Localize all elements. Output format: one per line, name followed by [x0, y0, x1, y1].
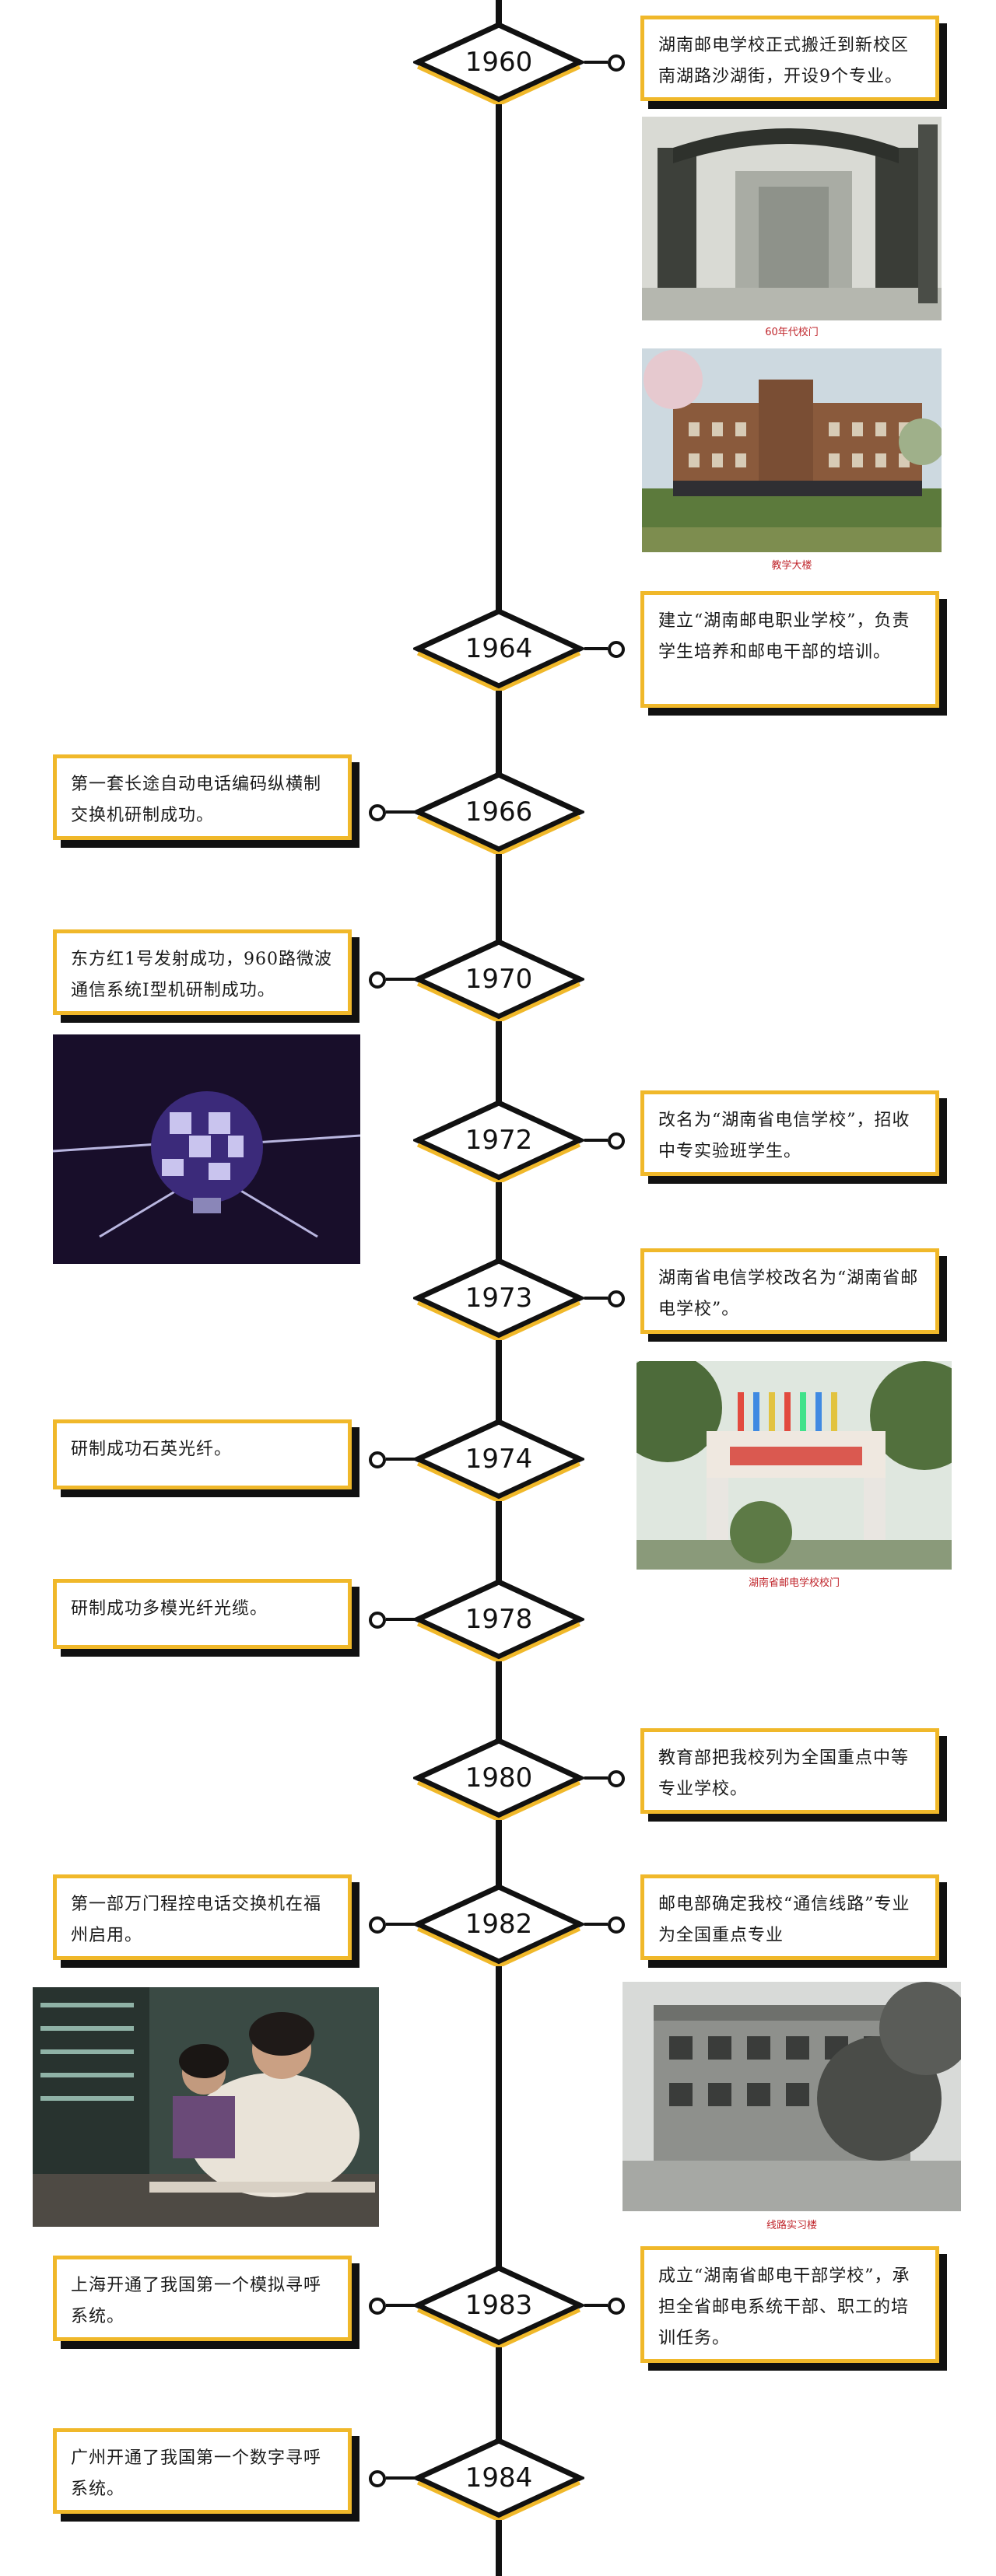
connector-dot	[608, 1290, 625, 1307]
connector	[386, 1458, 415, 1461]
connector	[584, 647, 608, 650]
year-marker-1984: 1984	[413, 2436, 584, 2520]
caption: 教学大楼	[771, 560, 812, 572]
connector-dot	[608, 1770, 625, 1787]
caption: 线路实习楼	[766, 2220, 817, 2231]
connector-dot	[369, 1916, 386, 1934]
event-card-1973: 湖南省电信学校改名为“湖南省邮电学校”。	[640, 1248, 939, 1334]
connector-dot	[369, 804, 386, 821]
year-label: 1982	[465, 1909, 533, 1940]
connector	[386, 1923, 415, 1926]
event-card-1970: 东方红1号发射成功，960路微波通信系统Ⅰ型机研制成功。	[53, 929, 352, 1015]
year-label: 1972	[465, 1125, 533, 1156]
year-marker-1972: 1972	[413, 1098, 584, 1182]
event-card-1966: 第一套长途自动电话编码纵横制交换机研制成功。	[53, 754, 352, 840]
connector	[584, 1923, 608, 1926]
caption: 60年代校门	[765, 327, 819, 338]
connector-dot	[369, 1612, 386, 1629]
year-marker-1960: 1960	[413, 20, 584, 104]
year-marker-1980: 1980	[413, 1736, 584, 1820]
photo-gate-60s	[642, 117, 942, 320]
event-card-1960: 湖南邮电学校正式搬迁到新校区南湖路沙湖街，开设9个专业。	[640, 16, 939, 101]
connector	[386, 1618, 415, 1621]
connector	[386, 810, 415, 814]
event-card-1964: 建立“湖南邮电职业学校”，负责学生培养和邮电干部的培训。	[640, 591, 939, 708]
year-marker-1970: 1970	[413, 937, 584, 1021]
connector	[386, 2476, 415, 2480]
connector	[386, 2304, 415, 2307]
year-label: 1983	[465, 2290, 533, 2321]
photo-satellite	[53, 1034, 360, 1264]
event-card-1982-left: 第一部万门程控电话交换机在福州启用。	[53, 1874, 352, 1960]
connector	[584, 2304, 608, 2307]
year-label: 1984	[465, 2462, 533, 2494]
connector-dot	[608, 1916, 625, 1934]
year-marker-1974: 1974	[413, 1417, 584, 1501]
event-card-1982-right: 邮电部确定我校“通信线路”专业为全国重点专业	[640, 1874, 939, 1960]
connector	[584, 1297, 608, 1300]
year-label: 1970	[465, 964, 533, 995]
connector-dot	[608, 1132, 625, 1150]
photo-teaching-building	[642, 348, 942, 552]
year-label: 1966	[465, 796, 533, 828]
connector	[386, 978, 415, 981]
year-label: 1978	[465, 1604, 533, 1635]
year-marker-1982: 1982	[413, 1882, 584, 1966]
event-card-1978: 研制成功多模光纤光缆。	[53, 1579, 352, 1649]
connector	[584, 1776, 608, 1780]
connector	[584, 61, 608, 64]
photo-exchange-operators	[33, 1987, 379, 2227]
event-card-1983-left: 上海开通了我国第一个模拟寻呼系统。	[53, 2256, 352, 2341]
year-label: 1973	[465, 1283, 533, 1314]
year-marker-1964: 1964	[413, 607, 584, 691]
connector-dot	[369, 971, 386, 989]
event-card-1980: 教育部把我校列为全国重点中等专业学校。	[640, 1728, 939, 1814]
year-marker-1966: 1966	[413, 770, 584, 854]
year-label: 1960	[465, 47, 533, 78]
connector	[584, 1139, 608, 1142]
connector-dot	[608, 54, 625, 72]
year-marker-1973: 1973	[413, 1256, 584, 1340]
event-card-1984: 广州开通了我国第一个数字寻呼系统。	[53, 2428, 352, 2514]
year-label: 1980	[465, 1762, 533, 1794]
event-card-1983-right: 成立“湖南省邮电干部学校”，承担全省邮电系统干部、职工的培训任务。	[640, 2246, 939, 2363]
event-card-1972: 改名为“湖南省电信学校”，招收中专实验班学生。	[640, 1090, 939, 1176]
year-marker-1983: 1983	[413, 2263, 584, 2347]
event-card-1974: 研制成功石英光纤。	[53, 1419, 352, 1489]
caption: 湖南省邮电学校校门	[748, 1577, 840, 1589]
connector-dot	[369, 2298, 386, 2315]
connector-dot	[369, 2470, 386, 2487]
year-marker-1978: 1978	[413, 1577, 584, 1661]
year-label: 1964	[465, 633, 533, 664]
connector-dot	[608, 641, 625, 658]
photo-line-practice-building	[622, 1982, 961, 2211]
photo-school-gate	[637, 1361, 952, 1570]
connector-dot	[369, 1451, 386, 1468]
connector-dot	[608, 2298, 625, 2315]
year-label: 1974	[465, 1444, 533, 1475]
